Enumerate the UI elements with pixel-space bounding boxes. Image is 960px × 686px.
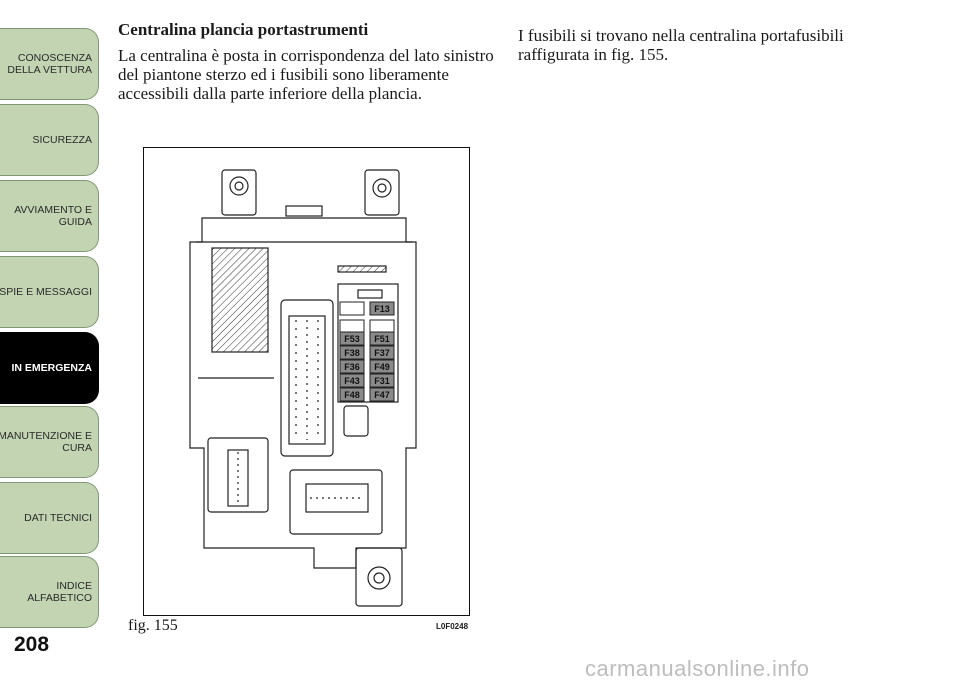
fuse-label: F53 <box>344 334 360 344</box>
connector <box>280 299 334 457</box>
figure-caption: fig. 155 <box>128 617 178 634</box>
screw-icon <box>372 178 392 198</box>
screw-icon <box>367 566 391 590</box>
tab-label: INDICE <box>56 580 92 592</box>
fuse-label: F37 <box>374 348 390 358</box>
fuse-row <box>339 319 395 334</box>
paragraph-right: I fusibili si trovano nella centralina p… <box>518 26 844 64</box>
tab-in-emergenza[interactable]: IN EMERGENZA <box>0 332 99 404</box>
fuse-label: F47 <box>374 390 390 400</box>
tab-label: DELLA VETTURA <box>7 64 92 76</box>
tab-indice-alfabetico[interactable]: INDICE ALFABETICO <box>0 556 99 628</box>
fuse-row: F48 F47 <box>339 387 395 402</box>
fuse-panel <box>337 283 399 403</box>
tab-label: MANUTENZIONE E <box>0 430 92 442</box>
tab-label: SICUREZZA <box>32 134 92 146</box>
fuse-label: F51 <box>374 334 390 344</box>
tab-avviamento-e-guida[interactable]: AVVIAMENTO E GUIDA <box>0 180 99 252</box>
tab-label: CURA <box>62 442 92 454</box>
mount-tab-left <box>221 169 257 216</box>
tab-label: ALFABETICO <box>27 592 92 604</box>
section-heading: Centralina plancia portastrumenti <box>118 20 369 39</box>
fuse-label: F49 <box>374 362 390 372</box>
tab-dati-tecnici[interactable]: DATI TECNICI <box>0 482 99 554</box>
mount-tab-right <box>364 169 400 216</box>
screw-icon <box>229 176 249 196</box>
fuse-row: F43 F31 <box>339 373 395 388</box>
fuse-label: F31 <box>374 376 390 386</box>
fuse-row: F13 <box>339 301 395 316</box>
tab-conoscenza-della-vettura[interactable]: CONOSCENZA DELLA VETTURA <box>0 28 99 100</box>
paragraph-left: La centralina è posta in corrispondenza … <box>118 46 494 103</box>
tab-label: SPIE E MESSAGGI <box>0 286 92 298</box>
tab-manutenzione-e-cura[interactable]: MANUTENZIONE E CURA <box>0 406 99 478</box>
fuse-row: F53 F51 <box>339 331 395 346</box>
label-area <box>211 247 269 353</box>
page-number: 208 <box>14 633 50 656</box>
figure-code: L0F0248 <box>436 622 469 631</box>
fuse-box-diagram: F13 F53 F51 F38 F37 F36 <box>189 169 417 607</box>
fuse-row: F38 F37 <box>339 345 395 360</box>
tab-label: IN EMERGENZA <box>11 362 92 374</box>
fuse-label: F36 <box>344 362 360 372</box>
fuse-label: F38 <box>344 348 360 358</box>
relay <box>343 405 369 437</box>
mount-tab-bottom <box>355 547 403 607</box>
tab-label: DATI TECNICI <box>24 512 92 524</box>
tab-spie-e-messaggi[interactable]: SPIE E MESSAGGI <box>0 256 99 328</box>
fuse-row: F36 F49 <box>339 359 395 374</box>
tab-label: GUIDA <box>58 216 92 228</box>
fuse-box-figure: F13 F53 F51 F38 F37 F36 <box>143 147 470 616</box>
connector <box>289 469 383 535</box>
tab-sicurezza[interactable]: SICUREZZA <box>0 104 99 176</box>
fuse-label: F48 <box>344 390 360 400</box>
watermark: carmanualsonline.info <box>585 656 810 681</box>
tab-label: CONOSCENZA <box>17 52 92 64</box>
fuse-label: F13 <box>374 304 390 314</box>
tab-label: AVVIAMENTO E <box>14 204 92 216</box>
fuse-label: F43 <box>344 376 360 386</box>
connector <box>207 437 269 513</box>
